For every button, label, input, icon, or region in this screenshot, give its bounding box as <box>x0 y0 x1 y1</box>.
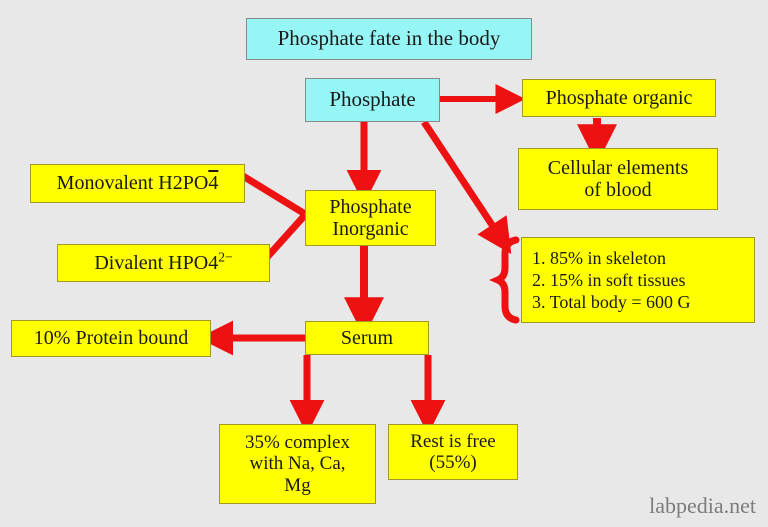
cellular-elements-line2: of blood <box>584 179 652 201</box>
rest-free-line2: (55%) <box>429 452 477 473</box>
divalent-charge: 2− <box>218 249 233 265</box>
node-protein-bound: 10% Protein bound <box>11 320 211 357</box>
distribution-item-2: 2. 15% in soft tissues <box>532 269 686 290</box>
divalent-formula: Divalent HPO42− <box>94 249 233 274</box>
node-divalent: Divalent HPO42− <box>57 244 270 282</box>
node-distribution-list: 1. 85% in skeleton 2. 15% in soft tissue… <box>521 237 755 323</box>
node-phosphate: Phosphate <box>305 78 440 122</box>
divalent-base: 4 <box>208 251 219 274</box>
complex-line1: 35% complex <box>244 432 350 454</box>
watermark-labpedia: labpedia.net <box>649 493 756 518</box>
node-serum: Serum <box>305 321 429 355</box>
brace-distribution <box>489 236 520 324</box>
monovalent-formula: Monovalent H2PO4 <box>57 172 219 194</box>
diagram-title: Phosphate fate in the body <box>246 18 532 60</box>
cellular-elements-line1: Cellular elements <box>547 156 689 179</box>
node-cellular-elements: Cellular elements of blood <box>518 148 718 210</box>
divalent-prefix: Divalent HPO <box>94 251 209 274</box>
arrow-monovalent-to-inorganic <box>241 173 307 217</box>
phosphate-inorganic-line2: Inorganic <box>332 218 409 240</box>
monovalent-base: 4 <box>208 172 219 195</box>
phosphate-inorganic-line1: Phosphate <box>329 195 412 218</box>
node-complex: 35% complex with Na, Ca, Mg <box>219 424 376 504</box>
node-phosphate-organic: Phosphate organic <box>522 79 716 117</box>
arrow-phosphate-to-distribution <box>421 120 512 255</box>
distribution-item-1: 1. 85% in skeleton <box>532 247 666 268</box>
complex-line2: with Na, Ca, <box>249 453 346 475</box>
distribution-item-3: 3. Total body = 600 G <box>532 292 691 313</box>
complex-line3: Mg <box>284 474 311 496</box>
rest-free-line1: Rest is free <box>410 430 496 452</box>
node-monovalent: Monovalent H2PO4 <box>30 164 245 203</box>
node-phosphate-inorganic: Phosphate Inorganic <box>305 190 436 246</box>
monovalent-prefix: Monovalent H2PO <box>56 172 209 195</box>
node-rest-free: Rest is free (55%) <box>388 424 518 480</box>
